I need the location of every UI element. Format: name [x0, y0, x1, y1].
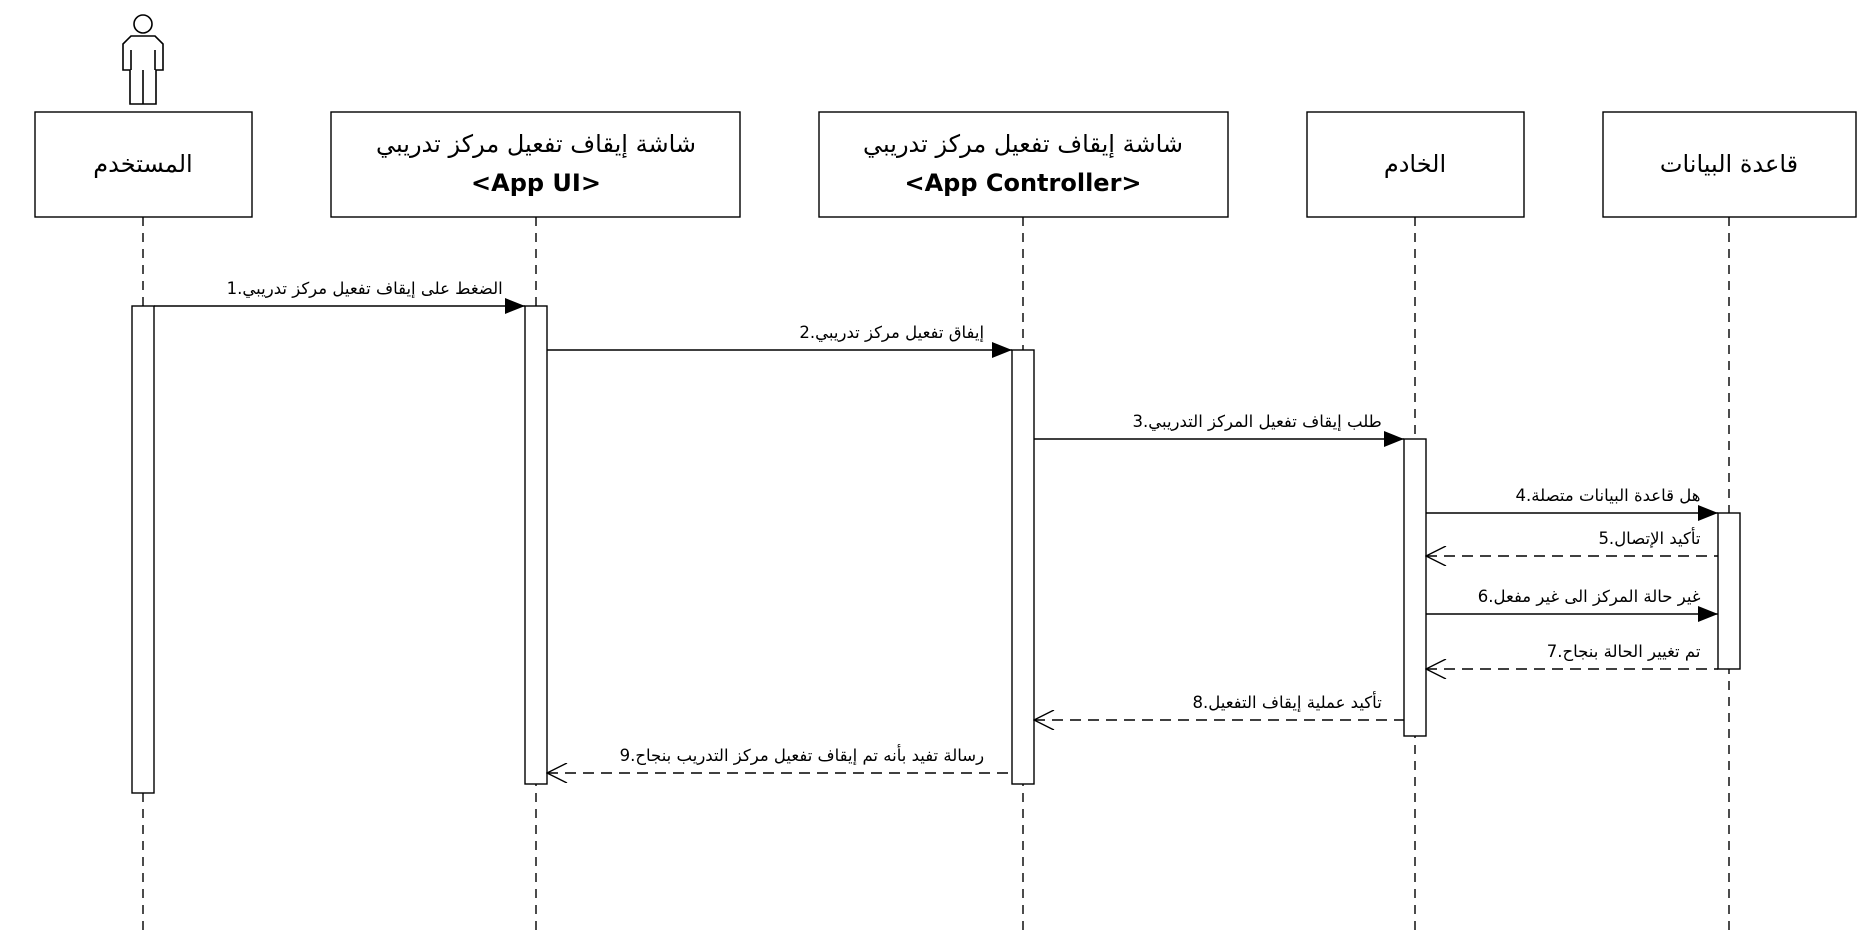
participant-user: المستخدم — [34, 111, 253, 218]
participant-user-title: المستخدم — [93, 150, 192, 178]
activation-bar-server — [1403, 438, 1427, 737]
participant-app-ui: شاشة إيقاف تفعيل مركز تدريبي <App UI> — [330, 111, 741, 218]
message-4-label: 4.هل قاعدة البيانات متصلة — [1516, 486, 1701, 505]
message-4: 4.هل قاعدة البيانات متصلة — [1426, 486, 1718, 521]
message-2: 2.إيفاق تفعيل مركز تدريبي — [547, 323, 1012, 358]
activation-bar-app-controller — [1011, 349, 1035, 785]
message-5-label: 5.تأكيد الإتصال — [1598, 527, 1700, 548]
activation-bar-app-ui — [524, 305, 548, 785]
message-7-label: 7.تم تغيير الحالة بنجاح — [1547, 642, 1701, 662]
message-2-label: 2.إيفاق تفعيل مركز تدريبي — [799, 323, 984, 343]
participant-app-ui-title: شاشة إيقاف تفعيل مركز تدريبي — [376, 130, 696, 159]
message-1: 1.الضغط على إيقاف تفعيل مركز تدريبي — [154, 279, 525, 314]
message-3-label: 3.طلب إيقاف تفعيل المركز التدريبي — [1132, 412, 1381, 432]
activation-bar-database — [1717, 512, 1741, 670]
participant-app-ui-subtitle: <App UI> — [471, 169, 601, 197]
participant-app-controller: شاشة إيقاف تفعيل مركز تدريبي <App Contro… — [818, 111, 1229, 218]
message-5: 5.تأكيد الإتصال — [1426, 527, 1718, 556]
message-6: 6.غير حالة المركز الى غير مفعل — [1426, 587, 1718, 622]
message-8-label: 8.تأكيد عملية إيقاف التفعيل — [1192, 691, 1382, 712]
participant-server: الخادم — [1306, 111, 1525, 218]
participant-app-controller-title: شاشة إيقاف تفعيل مركز تدريبي — [863, 130, 1183, 159]
message-3: 3.طلب إيقاف تفعيل المركز التدريبي — [1034, 412, 1404, 447]
message-8: 8.تأكيد عملية إيقاف التفعيل — [1034, 691, 1404, 720]
participant-database: قاعدة البيانات — [1602, 111, 1857, 218]
activation-bar-user — [131, 305, 155, 794]
participant-server-title: الخادم — [1384, 150, 1446, 178]
message-9-label: 9.رسالة تفيد بأنه تم إيقاف تفعيل مركز ال… — [620, 744, 984, 766]
message-9: 9.رسالة تفيد بأنه تم إيقاف تفعيل مركز ال… — [547, 744, 1012, 773]
actor-icon — [122, 14, 164, 105]
participant-app-controller-subtitle: <App Controller> — [904, 169, 1141, 197]
participant-database-title: قاعدة البيانات — [1660, 150, 1798, 178]
message-7: 7.تم تغيير الحالة بنجاح — [1426, 642, 1718, 669]
message-6-label: 6.غير حالة المركز الى غير مفعل — [1478, 587, 1701, 607]
message-1-label: 1.الضغط على إيقاف تفعيل مركز تدريبي — [227, 279, 503, 299]
